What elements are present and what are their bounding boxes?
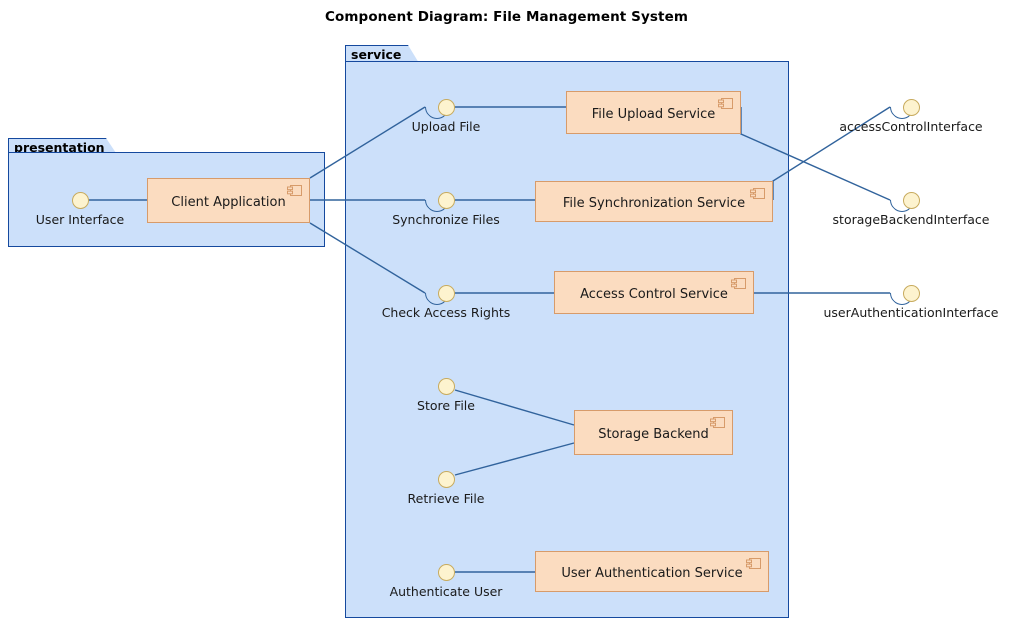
uml-component-icon <box>746 558 761 569</box>
component-access-control-service[interactable]: Access Control Service <box>554 271 754 314</box>
component-label: Storage Backend <box>598 427 709 442</box>
uml-component-icon <box>287 185 302 196</box>
component-label: Client Application <box>171 195 286 210</box>
interface-label: Upload File <box>411 119 481 134</box>
uml-component-icon <box>731 278 746 289</box>
provided-interface-ball-icon <box>437 191 455 209</box>
component-storage-backend[interactable]: Storage Backend <box>574 410 733 455</box>
component-label: File Upload Service <box>591 107 716 122</box>
page-title: Component Diagram: File Management Syste… <box>325 9 688 25</box>
interface-label: User Interface <box>35 212 125 227</box>
component-user-auth-service[interactable]: User Authentication Service <box>535 551 769 592</box>
package-service[interactable] <box>345 61 789 618</box>
interface-label: userAuthenticationInterface <box>823 305 999 320</box>
provided-interface-ball-icon <box>71 191 89 209</box>
component-file-sync-service[interactable]: File Synchronization Service <box>535 181 773 222</box>
component-client-application[interactable]: Client Application <box>147 178 310 223</box>
provided-interface-ball-icon <box>437 284 455 302</box>
provided-interface-ball-icon <box>902 191 920 209</box>
uml-component-icon <box>750 188 765 199</box>
interface-label: accessControlInterface <box>839 119 983 134</box>
uml-component-icon <box>718 98 733 109</box>
provided-interface-ball-icon <box>437 470 455 488</box>
package-name-service: service <box>351 47 402 62</box>
interface-label: Check Access Rights <box>381 305 511 320</box>
interface-label: storageBackendInterface <box>832 212 990 227</box>
interface-label: Retrieve File <box>407 491 485 506</box>
provided-interface-ball-icon <box>902 284 920 302</box>
package-name-presentation: presentation <box>14 140 105 155</box>
interface-label: Authenticate User <box>389 584 503 599</box>
interface-label: Synchronize Files <box>392 212 500 227</box>
provided-interface-ball-icon <box>437 563 455 581</box>
uml-component-icon <box>710 417 725 428</box>
component-file-upload-service[interactable]: File Upload Service <box>566 91 741 134</box>
component-label: User Authentication Service <box>561 566 743 581</box>
interface-label: Store File <box>417 398 475 413</box>
component-label: Access Control Service <box>580 287 728 302</box>
provided-interface-ball-icon <box>437 377 455 395</box>
provided-interface-ball-icon <box>902 98 920 116</box>
provided-interface-ball-icon <box>437 98 455 116</box>
component-label: File Synchronization Service <box>562 196 746 211</box>
